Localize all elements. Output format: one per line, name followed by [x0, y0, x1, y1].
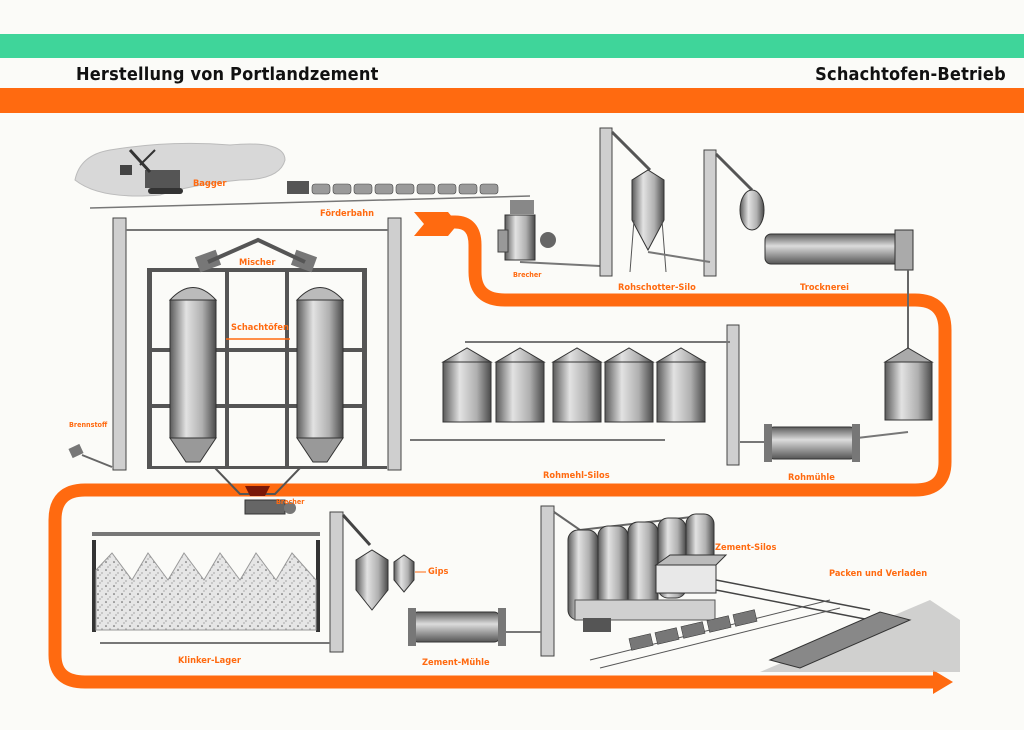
- label-rohschotter-silo: Rohschotter-Silo: [618, 283, 696, 293]
- label-brennstoff: Brennstoff: [69, 421, 108, 429]
- raw-meal-silo: [441, 347, 707, 423]
- label-trocknerei: Trocknerei: [800, 283, 849, 293]
- elevators: [112, 127, 740, 657]
- orange-header-band: [0, 88, 1024, 113]
- elevator-kiln-left: [112, 217, 127, 471]
- label-bagger: Bagger: [193, 179, 227, 189]
- label-zement-silos: Zement-Silos: [715, 543, 777, 553]
- quarry-excavator: [74, 142, 286, 197]
- elevator-rohschotter: [599, 127, 613, 277]
- label-klinker-lager: Klinker-Lager: [178, 656, 241, 666]
- rail-track: [89, 195, 531, 209]
- mixer-arms: [207, 237, 306, 264]
- label-gips: Gips: [428, 567, 449, 577]
- cement-mill: [408, 608, 541, 646]
- gypsum-silo: [393, 554, 426, 593]
- elevator-klinker: [329, 511, 344, 653]
- elevator-kiln-right: [387, 217, 402, 471]
- railway-and-wagons: [583, 599, 841, 669]
- clinker-storage: [92, 532, 330, 644]
- label-schachtoefen: Schachtöfen: [231, 323, 289, 333]
- flow-arrow-segment-top: [48, 215, 952, 689]
- flow-arrow-tail: [414, 212, 458, 236]
- crusher-bottom: [244, 499, 296, 515]
- label-brecher-top: Brecher: [513, 271, 542, 279]
- label-foerderbahn: Förderbahn: [320, 209, 375, 219]
- label-zement-muehle: Zement-Mühle: [422, 658, 490, 668]
- label-rohmuehle: Rohmühle: [788, 473, 835, 483]
- conveyor-train: [287, 181, 499, 195]
- packing-house: [574, 554, 728, 621]
- fuel-feeder: [68, 443, 113, 468]
- truck: [583, 618, 611, 632]
- loading-bridge: [715, 579, 871, 621]
- raw-mill-feed-silo: [839, 347, 934, 441]
- elevator-zement: [540, 505, 555, 657]
- cement-mill-feed-silo: [341, 513, 389, 611]
- label-brecher-bottom: Brecher: [276, 498, 305, 506]
- green-header-band: [0, 34, 1024, 58]
- elevator-trocknerei: [703, 149, 717, 277]
- dryer: [714, 152, 914, 348]
- shaft-kiln-structure: [126, 229, 388, 469]
- river-barge: [760, 600, 960, 672]
- elevator-rohmehl: [726, 324, 740, 466]
- flow-arrow: [48, 215, 952, 689]
- page-title: Herstellung von Portlandzement: [76, 64, 379, 85]
- raw-meal-silos: [410, 341, 730, 441]
- clinker-hopper: [212, 467, 303, 496]
- label-rohmehl-silos: Rohmehl-Silos: [543, 471, 610, 481]
- label-mischer: Mischer: [239, 258, 276, 268]
- crusher-top: [497, 200, 601, 267]
- shaft-kiln-left: [168, 249, 222, 463]
- page-subtitle: Schachtofen-Betrieb: [815, 64, 1006, 85]
- shaft-kiln-right: [290, 249, 345, 463]
- label-packen-verladen: Packen und Verladen: [829, 569, 928, 579]
- raw-gravel-silo: [610, 130, 711, 273]
- raw-mill: [740, 424, 860, 462]
- flow-arrow-head: [933, 670, 953, 694]
